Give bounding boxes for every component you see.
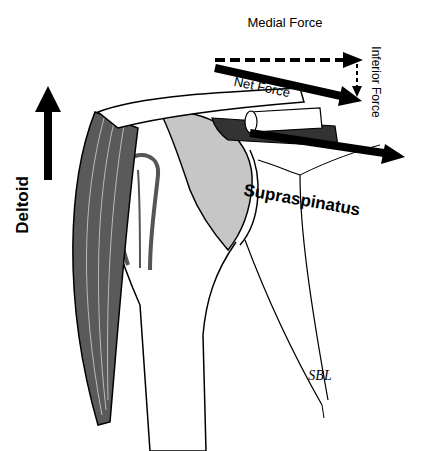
artist-signature: SBL — [308, 369, 331, 383]
deltoid-muscle — [73, 112, 138, 425]
muscle-fiber — [108, 125, 124, 400]
leader-line — [322, 405, 324, 418]
clavicle — [250, 108, 322, 132]
arrow-head — [352, 86, 362, 97]
arrow-head — [35, 86, 61, 112]
force-label: Medial Force — [247, 16, 322, 29]
muscle-fiber — [86, 118, 104, 415]
arrow-head — [338, 86, 362, 106]
groove-line — [138, 170, 140, 268]
arrow-head — [381, 144, 405, 164]
deltoid-arrow — [44, 108, 52, 180]
inferior-force-arrow — [356, 64, 358, 88]
arrow-head — [343, 52, 363, 68]
supraspinatus-arrow — [250, 133, 384, 153]
muscle-label: Deltoid — [14, 176, 31, 234]
muscle-fiber — [98, 122, 114, 410]
medial-force-arrow — [215, 58, 345, 62]
force-label: Inferior Force — [370, 46, 382, 117]
